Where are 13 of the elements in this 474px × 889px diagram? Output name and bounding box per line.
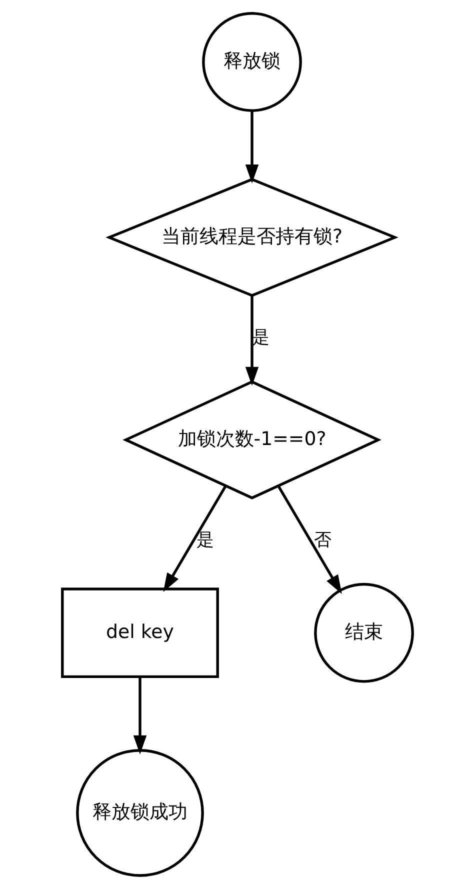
edge-label: 是 — [196, 530, 214, 551]
arrow — [132, 677, 146, 754]
arrow — [244, 296, 258, 386]
arrow — [162, 485, 226, 592]
node-box: del key — [60, 588, 218, 678]
node-circle: 结束 — [314, 582, 414, 683]
node-diamond: 当前线程是否持有锁? — [105, 178, 398, 297]
edge-label: 否 — [313, 530, 332, 551]
node-circle: 释放锁成功 — [76, 749, 204, 877]
arrow — [244, 111, 258, 184]
node-circle: 释放锁 — [202, 12, 302, 112]
node-diamond: 加锁次数-1==0? — [122, 380, 381, 500]
arrow — [276, 485, 342, 594]
